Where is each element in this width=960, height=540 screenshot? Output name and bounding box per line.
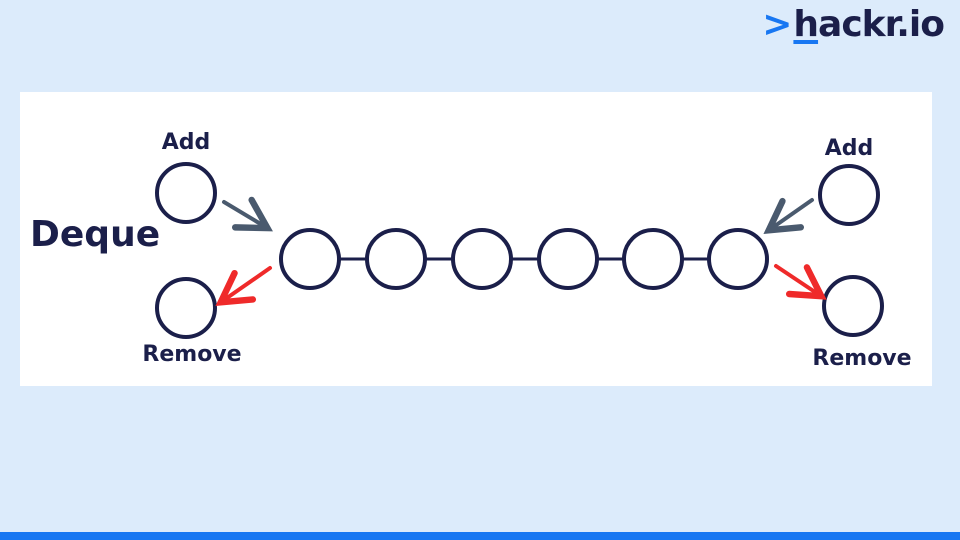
hackr-logo: >hackr.io <box>762 4 945 45</box>
add-right-label: Add <box>825 136 874 161</box>
add-right-arrow <box>763 197 814 234</box>
remove-left-arrow <box>215 266 272 306</box>
bottom-accent-bar <box>0 532 960 540</box>
remove-right-node <box>822 275 884 337</box>
chain-node <box>451 228 513 290</box>
chain-node <box>622 228 684 290</box>
remove-left-label: Remove <box>142 342 241 367</box>
chain-node <box>279 228 341 290</box>
remove-right-arrow <box>774 264 827 300</box>
remove-right-label: Remove <box>812 346 911 371</box>
remove-left-node <box>155 277 217 339</box>
diagram-panel <box>20 92 932 386</box>
add-left-arrow <box>222 196 273 232</box>
chain-node <box>365 228 427 290</box>
add-left-label: Add <box>162 130 211 155</box>
logo-rest: ackr.io <box>818 4 945 45</box>
chain-node <box>707 228 769 290</box>
add-left-node <box>155 162 217 224</box>
logo-prompt: > <box>762 4 792 45</box>
chain-nodes <box>279 228 769 290</box>
chain-node <box>537 228 599 290</box>
add-right-node <box>818 164 880 226</box>
logo-first-letter: h <box>793 4 819 45</box>
deque-title: Deque <box>30 214 160 255</box>
